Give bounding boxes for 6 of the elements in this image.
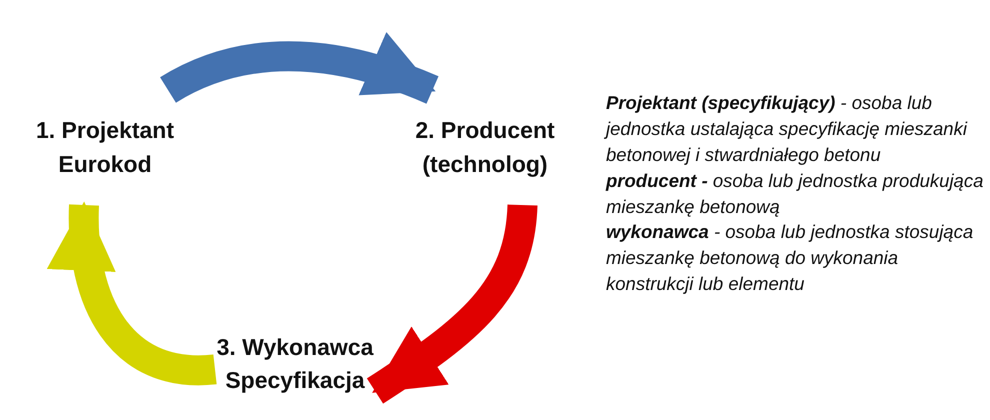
curved-arrow	[49, 202, 216, 386]
node-label: 1. Projektant Eurokod	[35, 116, 175, 178]
curved-arrow	[160, 33, 438, 104]
definition-text: wykonawca - osoba lub jednostka stosująca mieszankę betonową do wykonania konstrukcji lub elementu	[606, 220, 974, 296]
node-label: 3. Wykonawca Specyfikacja	[216, 332, 374, 395]
node-label: 2. Producent (technolog)	[414, 116, 556, 179]
